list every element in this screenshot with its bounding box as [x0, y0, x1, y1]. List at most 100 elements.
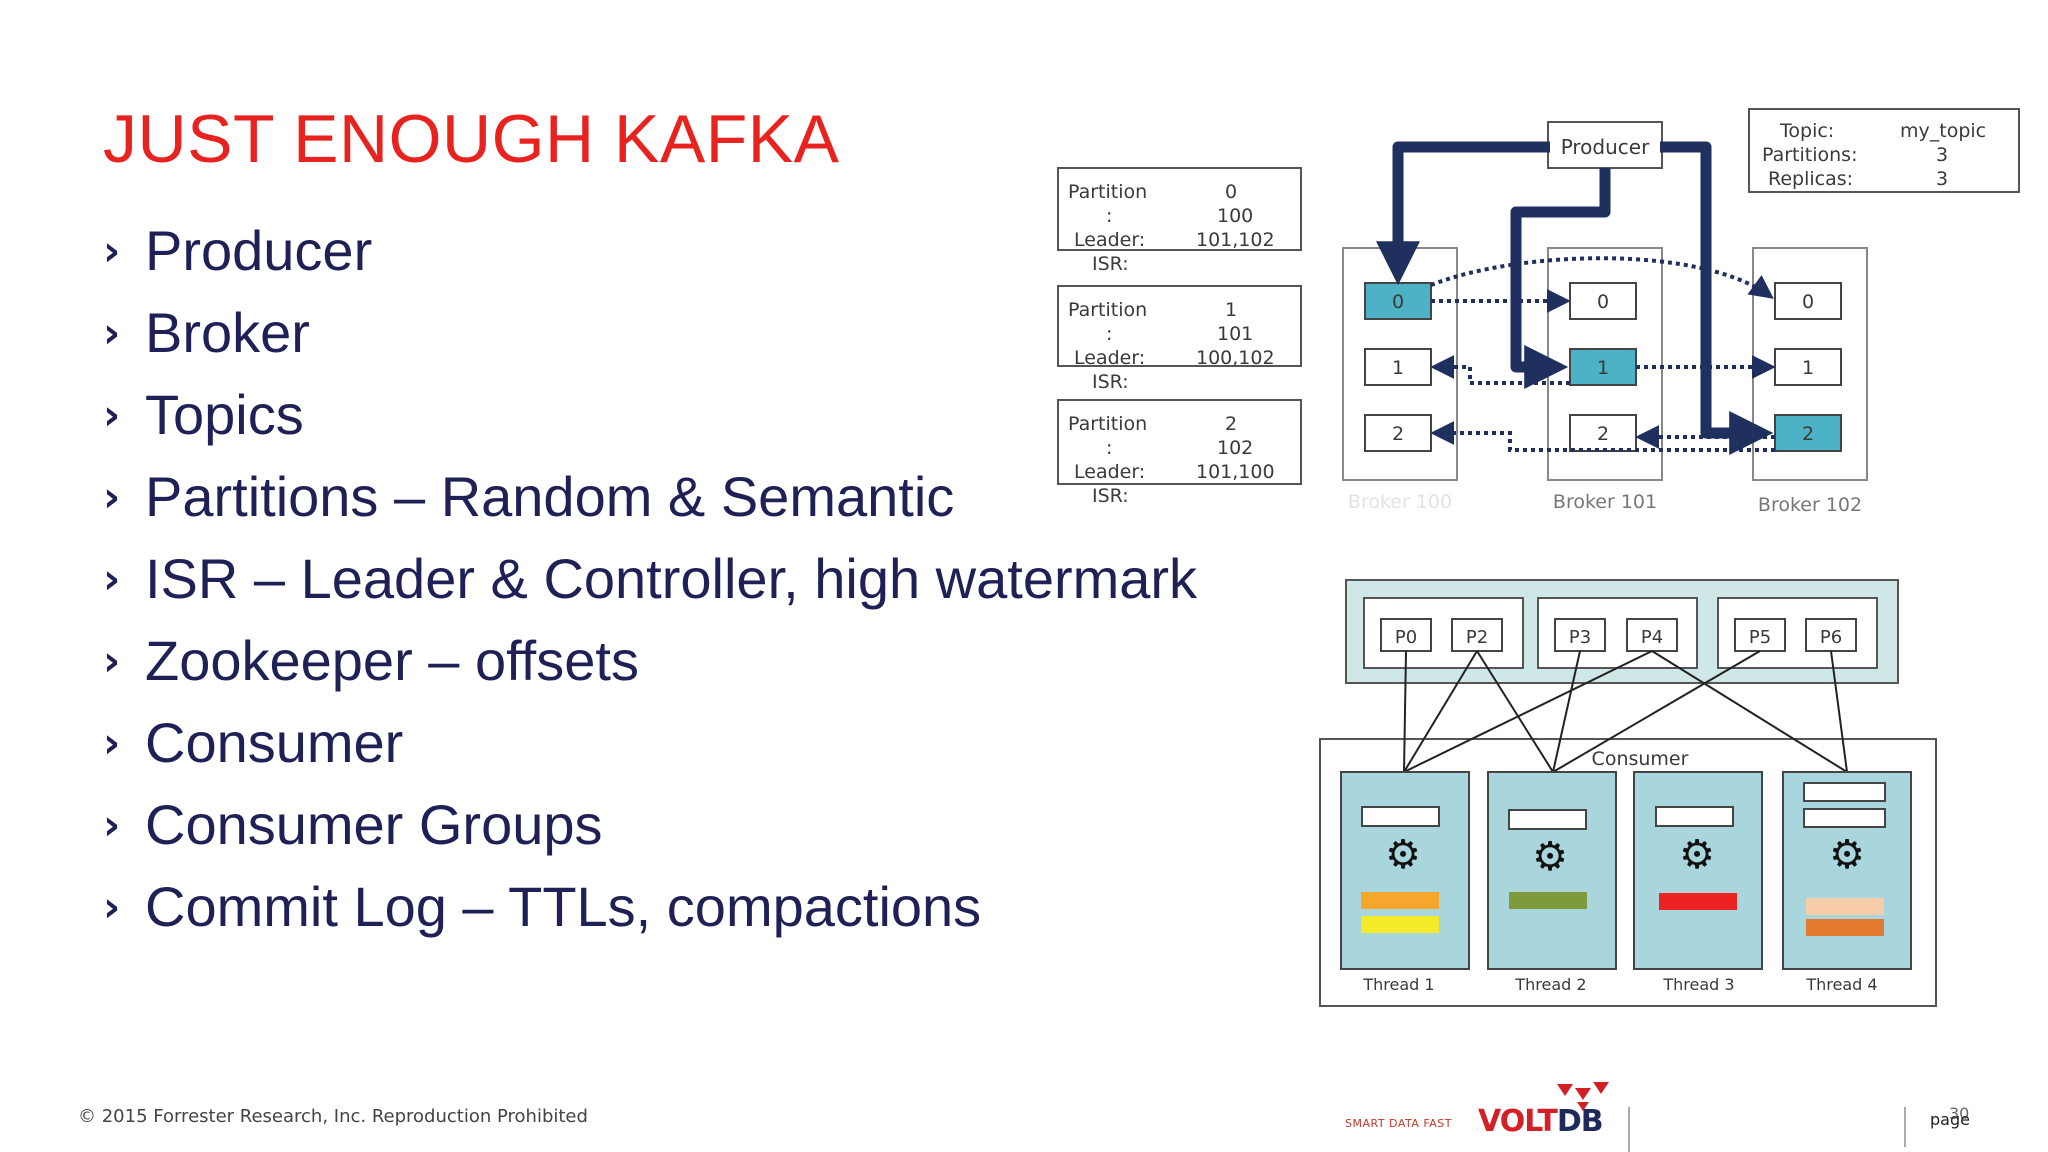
chevron-right-icon: › [103, 226, 121, 275]
gears-icon: ⚙ [1829, 832, 1865, 878]
replicas-label: Replicas: [1768, 168, 1853, 190]
slide-title: JUST ENOUGH KAFKA [103, 101, 840, 177]
bullet-text: Consumer Groups [145, 793, 603, 856]
thread-box: ⚙ [1633, 771, 1763, 970]
thread-box: ⚙ [1487, 771, 1617, 970]
partition-label: Partition [1068, 299, 1147, 321]
chevron-right-icon: › [103, 554, 121, 603]
partition-number: 1 [1597, 357, 1609, 379]
partition-number: 1 [1392, 357, 1404, 379]
partition-info-box: Partition 0 : 100 Leader: 101,102 ISR: [1057, 167, 1302, 275]
chevron-right-icon: › [103, 636, 121, 685]
bullet-text: Broker [145, 301, 310, 364]
bullet-text: Topics [145, 383, 304, 446]
partition-leader [1774, 414, 1842, 452]
chevron-right-icon: › [103, 390, 121, 439]
logo-tagline: SMART DATA FAST [1345, 1117, 1452, 1130]
partition-id: P6 [1820, 627, 1842, 648]
buffer-slot [1361, 806, 1440, 827]
progress-bar [1659, 893, 1737, 910]
voltdb-logo: VOLTDB [1478, 1104, 1604, 1139]
partition-label: Partition [1068, 413, 1147, 435]
broker-label: Broker 100 [1348, 491, 1452, 513]
leader-value: 100 [1217, 205, 1253, 227]
thread-label: Thread 2 [1514, 975, 1586, 994]
buffer-slot [1803, 782, 1886, 802]
voltdb-logo-mark-icon [1557, 1082, 1609, 1111]
progress-bar [1806, 898, 1884, 915]
partition-cell [1554, 618, 1606, 652]
consumer-label: Consumer [1592, 748, 1689, 770]
gears-icon: ⚙ [1532, 834, 1568, 880]
isr-label: ISR: [1092, 485, 1129, 507]
bullet-text: Producer [145, 219, 373, 282]
bullet-text: Consumer [145, 711, 404, 774]
bullet-text: Zookeeper – offsets [145, 629, 639, 692]
partition-replica [1774, 348, 1842, 386]
chevron-right-icon: › [103, 718, 121, 767]
buffer-slot [1508, 809, 1587, 830]
copyright-notice: © 2015 Forrester Research, Inc. Reproduc… [78, 1106, 588, 1127]
chevron-right-icon: › [103, 472, 121, 521]
chevron-right-icon: › [103, 882, 121, 931]
isr-value: 100,102 [1196, 347, 1275, 369]
thread-label: Thread 3 [1662, 975, 1734, 994]
topic-label: Topic: [1779, 120, 1834, 142]
bullet-text: ISR – Leader & Controller, high watermar… [145, 547, 1198, 610]
gears-icon: ⚙ [1385, 832, 1421, 878]
leader-label: Leader: [1074, 347, 1145, 369]
logo-db-text: DB [1556, 1104, 1604, 1139]
leader-label: Leader: [1074, 229, 1145, 251]
isr-value: 101,102 [1196, 229, 1275, 251]
topic-value: my_topic [1900, 120, 1986, 142]
partition-cell [1380, 618, 1432, 652]
partition-replica [1364, 348, 1432, 386]
bullet-text: Commit Log – TTLs, compactions [145, 875, 982, 938]
partition-leader [1569, 348, 1637, 386]
partition-value: 1 [1225, 299, 1237, 321]
buffer-slot [1655, 806, 1734, 827]
partition-id: P5 [1749, 627, 1771, 648]
isr-value: 101,100 [1196, 461, 1275, 483]
partition-number: 2 [1802, 423, 1814, 445]
partition-replica [1569, 282, 1637, 320]
partition-id: P3 [1569, 627, 1591, 648]
partition-number: 2 [1597, 423, 1609, 445]
partition-number: 0 [1597, 291, 1609, 313]
producer-label: Producer [1561, 135, 1650, 159]
page-label: page [1930, 1110, 1970, 1129]
partition-colon: : [1106, 323, 1112, 345]
broker-label: Broker 101 [1553, 491, 1657, 513]
assignment-lines [1403, 650, 1848, 773]
partitions-value: 3 [1936, 144, 1948, 166]
thread-box: ⚙ [1340, 771, 1470, 970]
thread-box: ⚙ [1782, 771, 1912, 970]
leader-value: 102 [1217, 437, 1253, 459]
partition-info-box: Partition 2 : 102 Leader: 101,100 ISR: [1057, 399, 1302, 507]
partition-number: 2 [1392, 423, 1404, 445]
thread-label: Thread 4 [1805, 975, 1877, 994]
partition-leader [1364, 282, 1432, 320]
footer-divider [1904, 1107, 1906, 1147]
partition-info-box: Partition 1 : 101 Leader: 100,102 ISR: [1057, 285, 1302, 393]
topic-info-box: Topic: my_topic Partitions: 3 Replicas: … [1748, 108, 2020, 193]
partition-id: P4 [1641, 627, 1663, 648]
chevron-right-icon: › [103, 308, 121, 357]
broker-label: Broker 102 [1758, 494, 1862, 516]
partition-replica [1774, 282, 1842, 320]
partition-colon: : [1106, 437, 1112, 459]
isr-label: ISR: [1092, 371, 1129, 393]
chevron-right-icon: › [103, 800, 121, 849]
page-number: 30 [1949, 1104, 1970, 1123]
partition-number: 0 [1392, 291, 1404, 313]
partition-value: 0 [1225, 181, 1237, 203]
gears-icon: ⚙ [1679, 832, 1715, 878]
partition-id: P2 [1466, 627, 1488, 648]
thread-label: Thread 1 [1362, 975, 1434, 994]
progress-bar [1806, 919, 1884, 936]
buffer-slot [1803, 808, 1886, 828]
partition-id: P0 [1395, 627, 1417, 648]
